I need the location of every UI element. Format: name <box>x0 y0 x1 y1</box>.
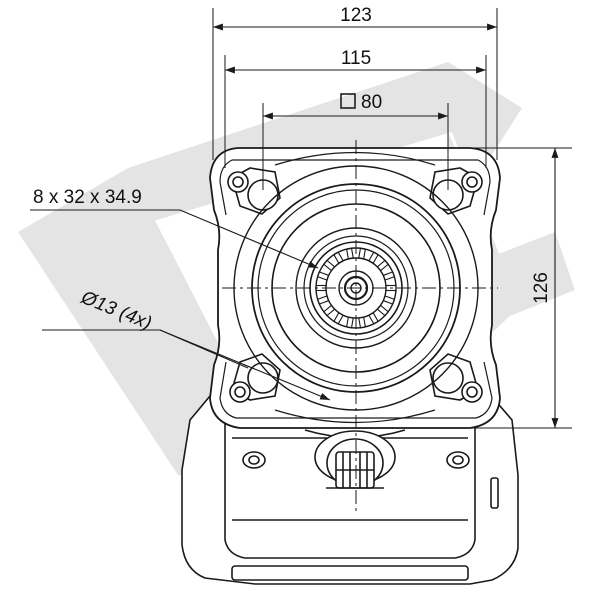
centerlines <box>222 140 498 512</box>
bolt-hole-bottom-right <box>429 353 483 403</box>
leader-spline <box>30 209 319 269</box>
bolt-hole-bottom-left <box>229 353 281 403</box>
dim-126-label: 126 <box>531 272 552 304</box>
square-outline-icon <box>340 93 356 109</box>
dim-123-label: 123 <box>340 5 372 26</box>
bolt-holes <box>227 167 483 403</box>
spline-spec-label: 8 x 32 x 34.9 <box>33 187 142 208</box>
connector-port <box>314 430 396 489</box>
dim-80-label: 80 <box>361 92 382 113</box>
bolt-hole-top-right <box>429 167 483 215</box>
dim-115-label: 115 <box>341 48 371 69</box>
dimension-lines <box>213 23 559 428</box>
leader-lines <box>30 209 331 401</box>
